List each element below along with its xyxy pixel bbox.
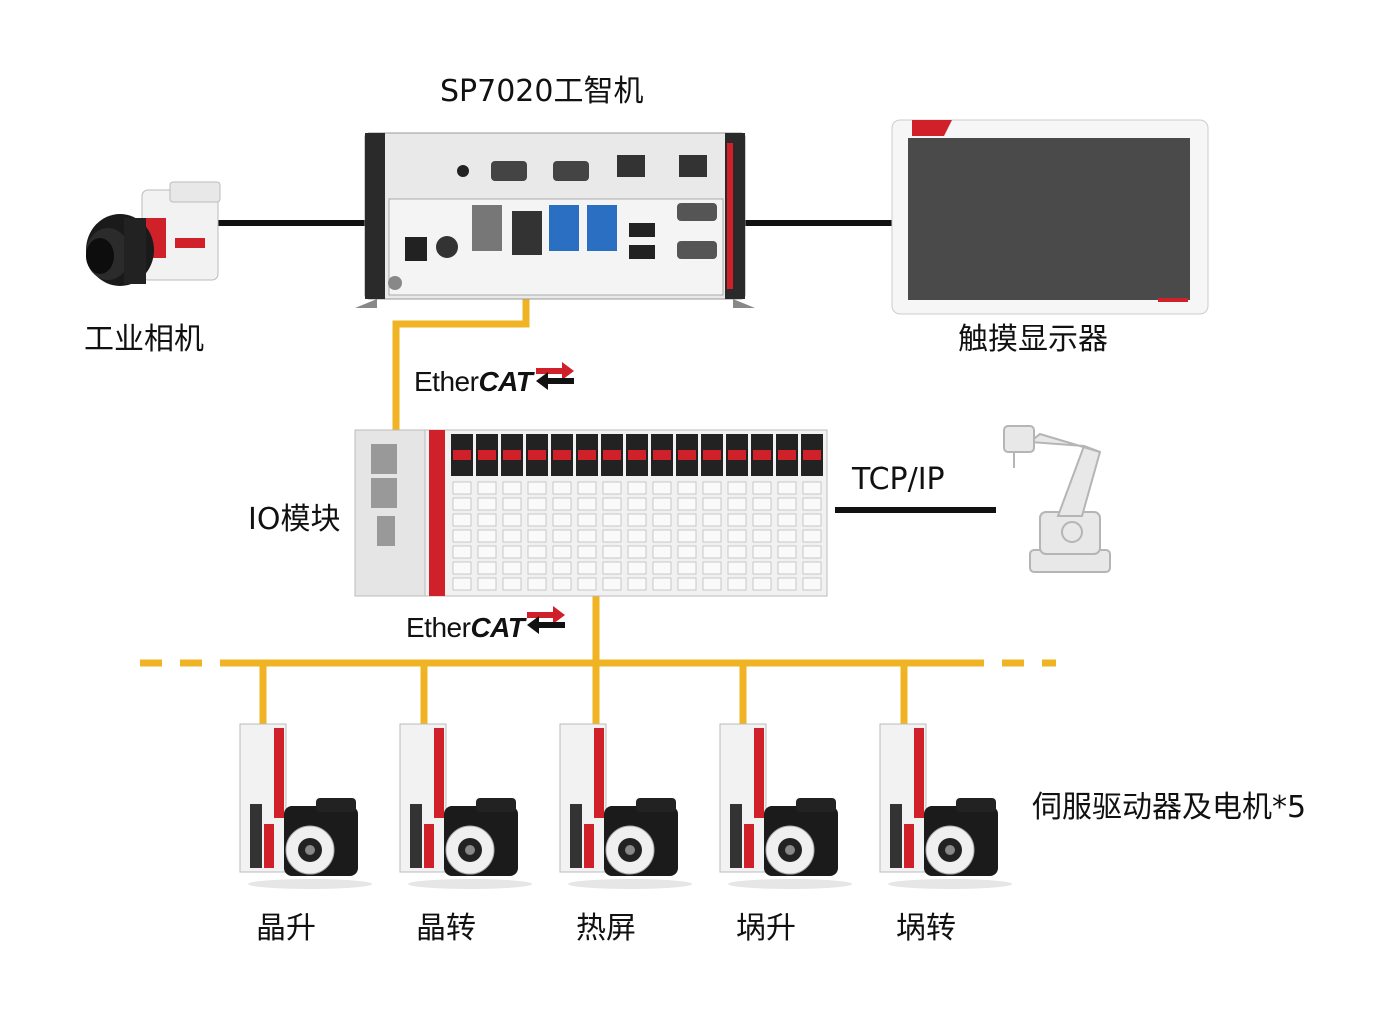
servo-label-2: 晶转: [416, 911, 476, 946]
display-label: 触摸显示器: [958, 322, 1108, 357]
servo-group-label: 伺服驱动器及电机*5: [1032, 790, 1307, 825]
io-slice: [801, 434, 823, 591]
io-slice: [551, 434, 573, 591]
servo-label-3: 热屏: [576, 911, 636, 946]
io-slice: [451, 434, 473, 591]
ipc-label: SP7020工智机: [440, 74, 644, 109]
servo-drive-motor-icon: [399, 723, 532, 889]
io-slice: [501, 434, 523, 591]
ethercat-logo-top: EtherCAT: [414, 366, 533, 398]
io-label: IO模块: [248, 502, 341, 537]
io-slice: [476, 434, 498, 591]
ethercat-plain-text: Ether: [406, 612, 471, 643]
io-slice: [776, 434, 798, 591]
ethercat-plain-text: Ether: [414, 366, 479, 397]
ethercat-bold-text: CAT: [470, 612, 525, 643]
servo-drive-motor-icon: [879, 723, 1012, 889]
io-slice: [526, 434, 548, 591]
io-slice: [626, 434, 648, 591]
ethercat-bold-text: CAT: [478, 366, 533, 397]
servo-label-4: 埚升: [736, 911, 796, 946]
tcp-label: TCP/IP: [852, 462, 945, 497]
io-slice: [601, 434, 623, 591]
io-slice: [576, 434, 598, 591]
io-slice: [676, 434, 698, 591]
camera-label: 工业相机: [84, 322, 204, 357]
servo-drive-motor-icon: [559, 723, 692, 889]
io-slice: [701, 434, 723, 591]
io-slice: [726, 434, 748, 591]
servo-label-5: 埚转: [896, 911, 956, 946]
ethercat-logo-bottom: EtherCAT: [406, 612, 525, 644]
io-slice: [651, 434, 673, 591]
servo-drive-motor-icon: [239, 723, 372, 889]
servo-label-1: 晶升: [256, 911, 316, 946]
servo-drive-motor-icon: [719, 723, 852, 889]
io-slice: [751, 434, 773, 591]
